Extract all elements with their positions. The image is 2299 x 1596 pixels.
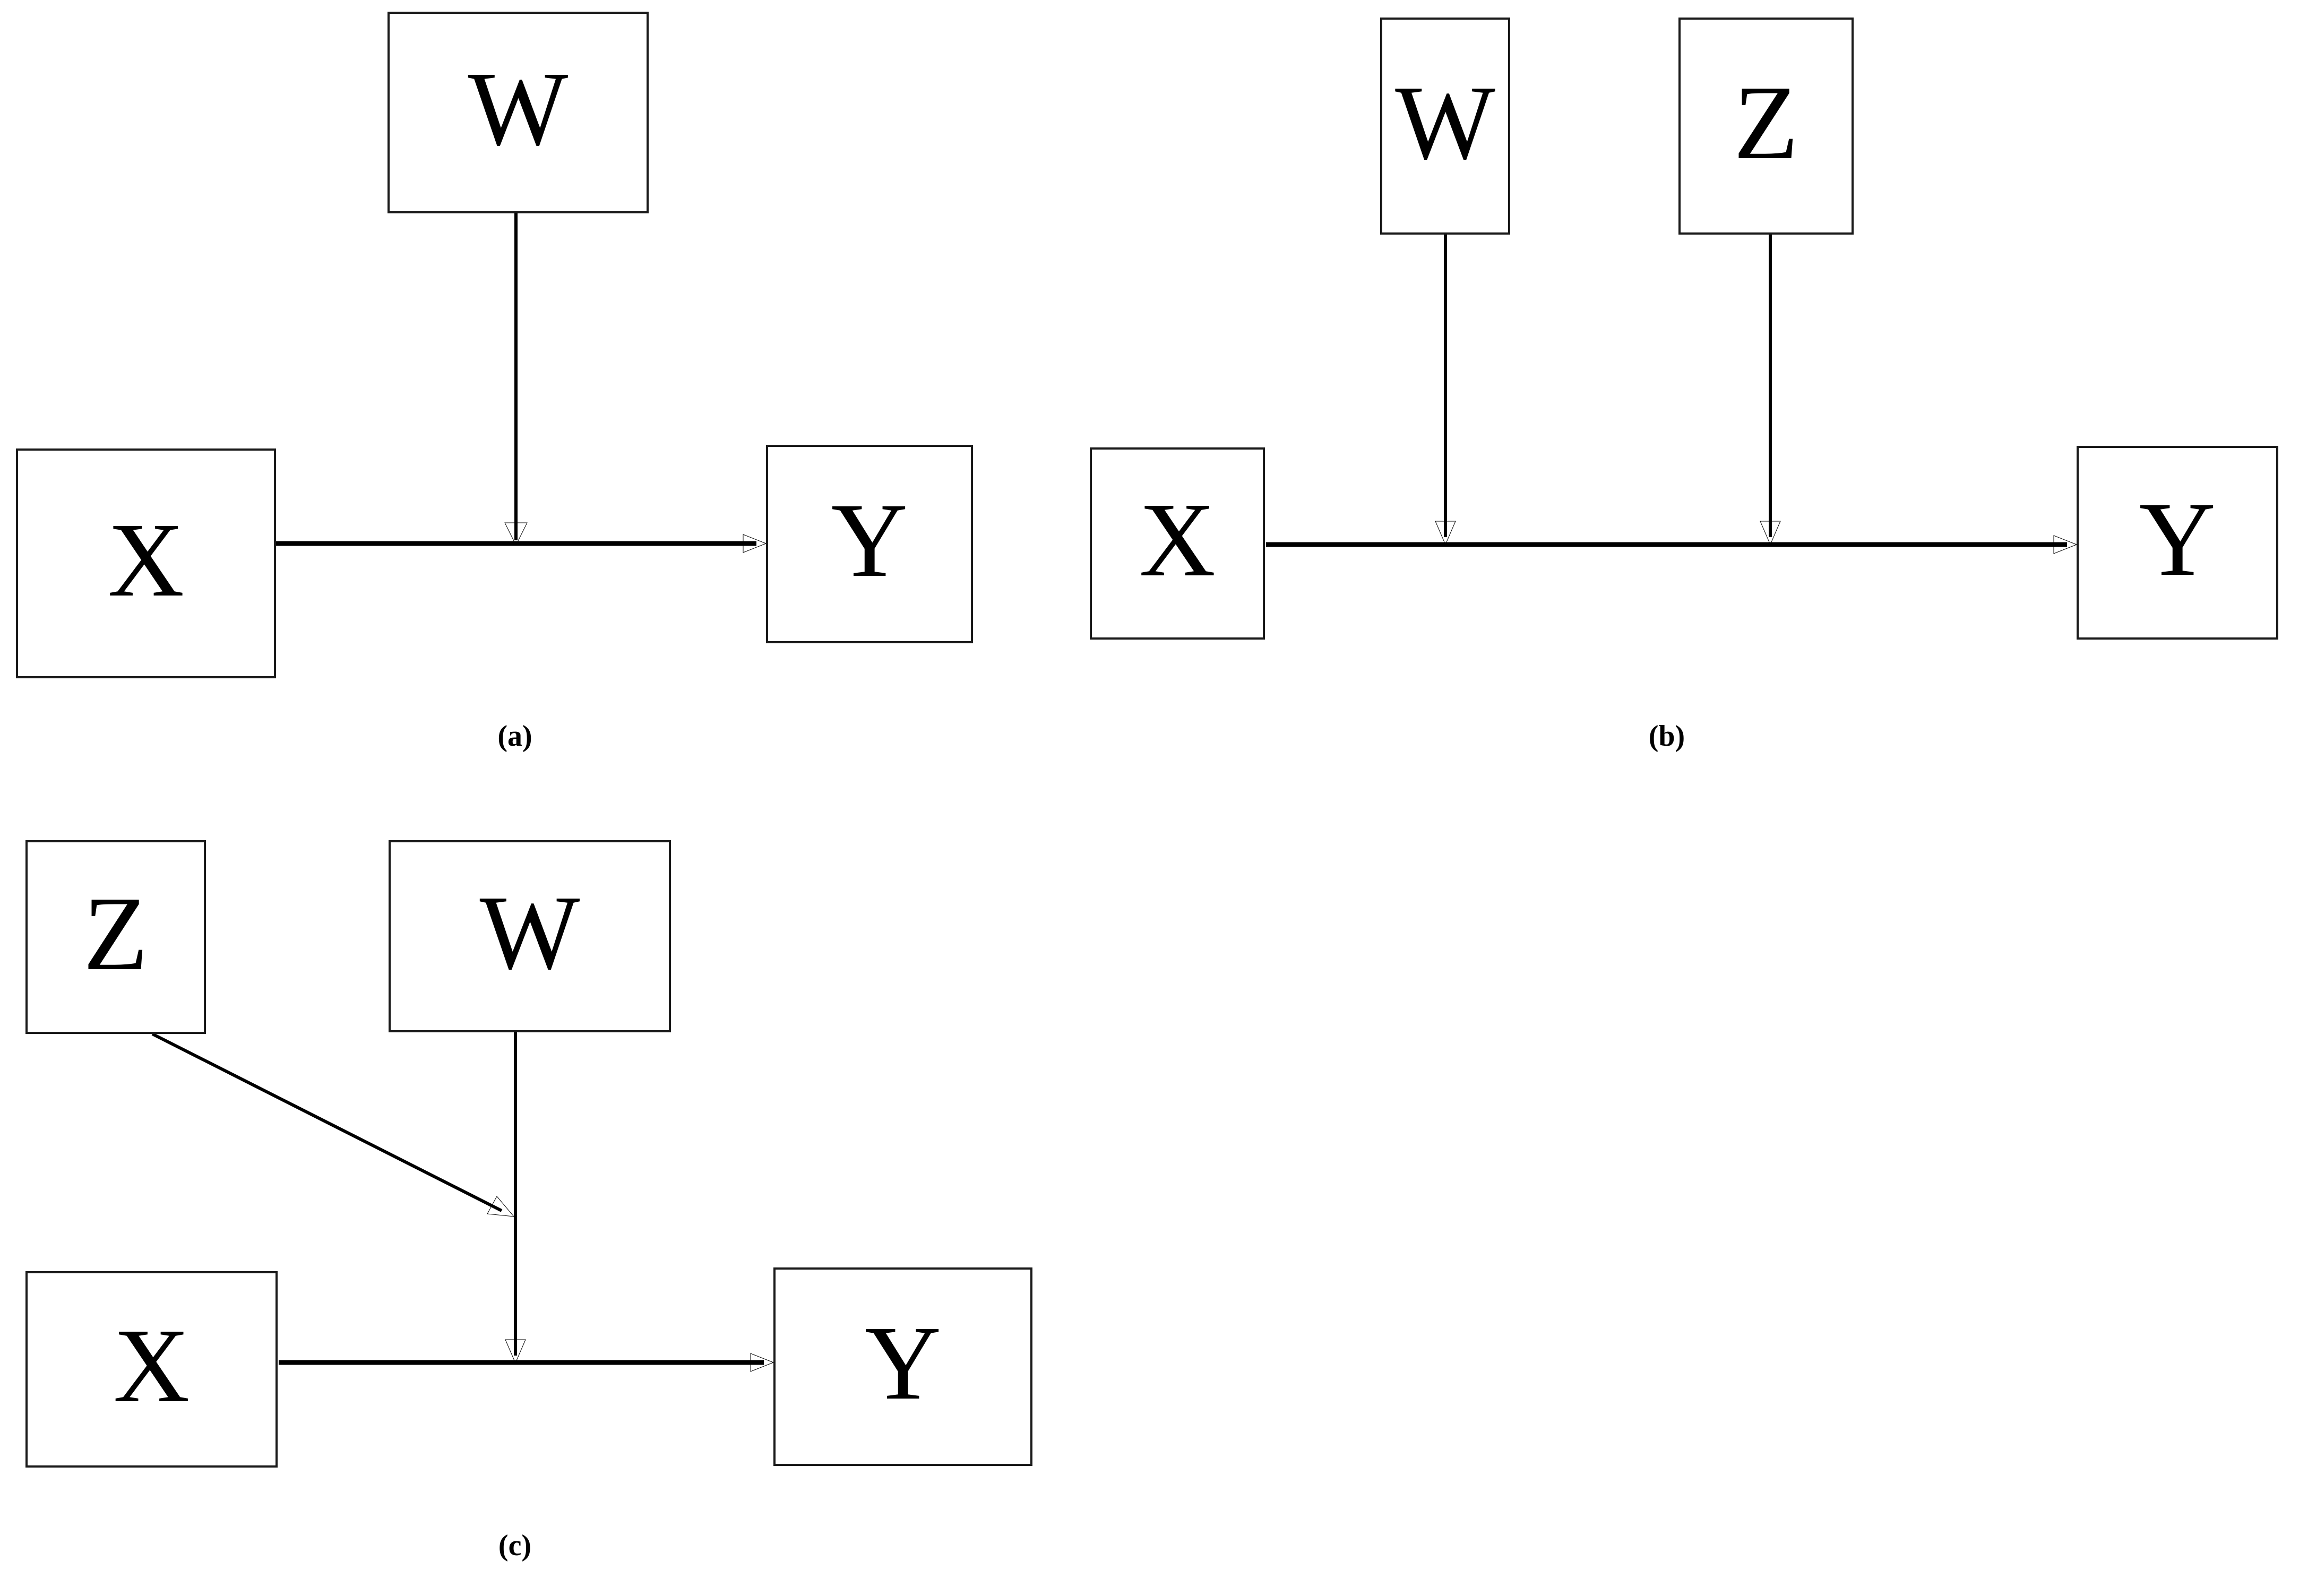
node-label-z: Z [1733, 64, 1799, 182]
node-box-y[interactable]: Y [2077, 446, 2278, 640]
node-box-z[interactable]: Z [25, 840, 206, 1034]
edge-z-to-w-arrowhead [487, 1196, 515, 1217]
panel-b: W Z X Y (b) [1062, 0, 2299, 796]
node-box-z[interactable]: Z [1678, 18, 1854, 235]
edge-x-to-y-arrowhead [2053, 535, 2078, 554]
node-label-x: X [107, 501, 185, 619]
panel-caption-c: (c) [498, 1529, 532, 1562]
edge-z-to-xy-arrowhead [1760, 521, 1781, 546]
edge-w-to-xy-arrowhead [504, 522, 528, 546]
node-label-y: Y [2139, 480, 2216, 598]
node-box-y[interactable]: Y [766, 445, 973, 643]
node-label-w: W [1395, 64, 1495, 182]
node-label-z: Z [83, 875, 149, 993]
edge-z-to-w-path [151, 1032, 503, 1212]
node-label-x: X [113, 1307, 190, 1425]
panel-a: W X Y (a) [0, 0, 1062, 796]
node-label-x: X [1139, 481, 1216, 599]
node-box-y[interactable]: Y [773, 1267, 1032, 1466]
node-box-w[interactable]: W [1380, 18, 1510, 235]
node-box-w[interactable]: W [388, 12, 649, 213]
node-box-x[interactable]: X [1090, 447, 1265, 640]
edge-w-to-xy-arrowhead [1435, 521, 1456, 546]
edge-x-to-y-arrowhead [743, 534, 767, 553]
panel-caption-a: (a) [497, 720, 532, 753]
node-label-w: W [479, 874, 580, 991]
panel-caption-b: (b) [1648, 720, 1685, 753]
node-box-x[interactable]: X [16, 448, 276, 678]
node-box-w[interactable]: W [389, 840, 671, 1032]
node-label-y: Y [831, 482, 908, 599]
panel-c: Z W X Y (c) [0, 823, 1115, 1596]
edge-w-to-xy-arrowhead [505, 1339, 526, 1364]
node-box-x[interactable]: X [25, 1271, 278, 1468]
node-label-y: Y [864, 1305, 942, 1422]
node-label-w: W [468, 50, 569, 168]
edge-x-to-y-arrowhead [750, 1353, 774, 1372]
